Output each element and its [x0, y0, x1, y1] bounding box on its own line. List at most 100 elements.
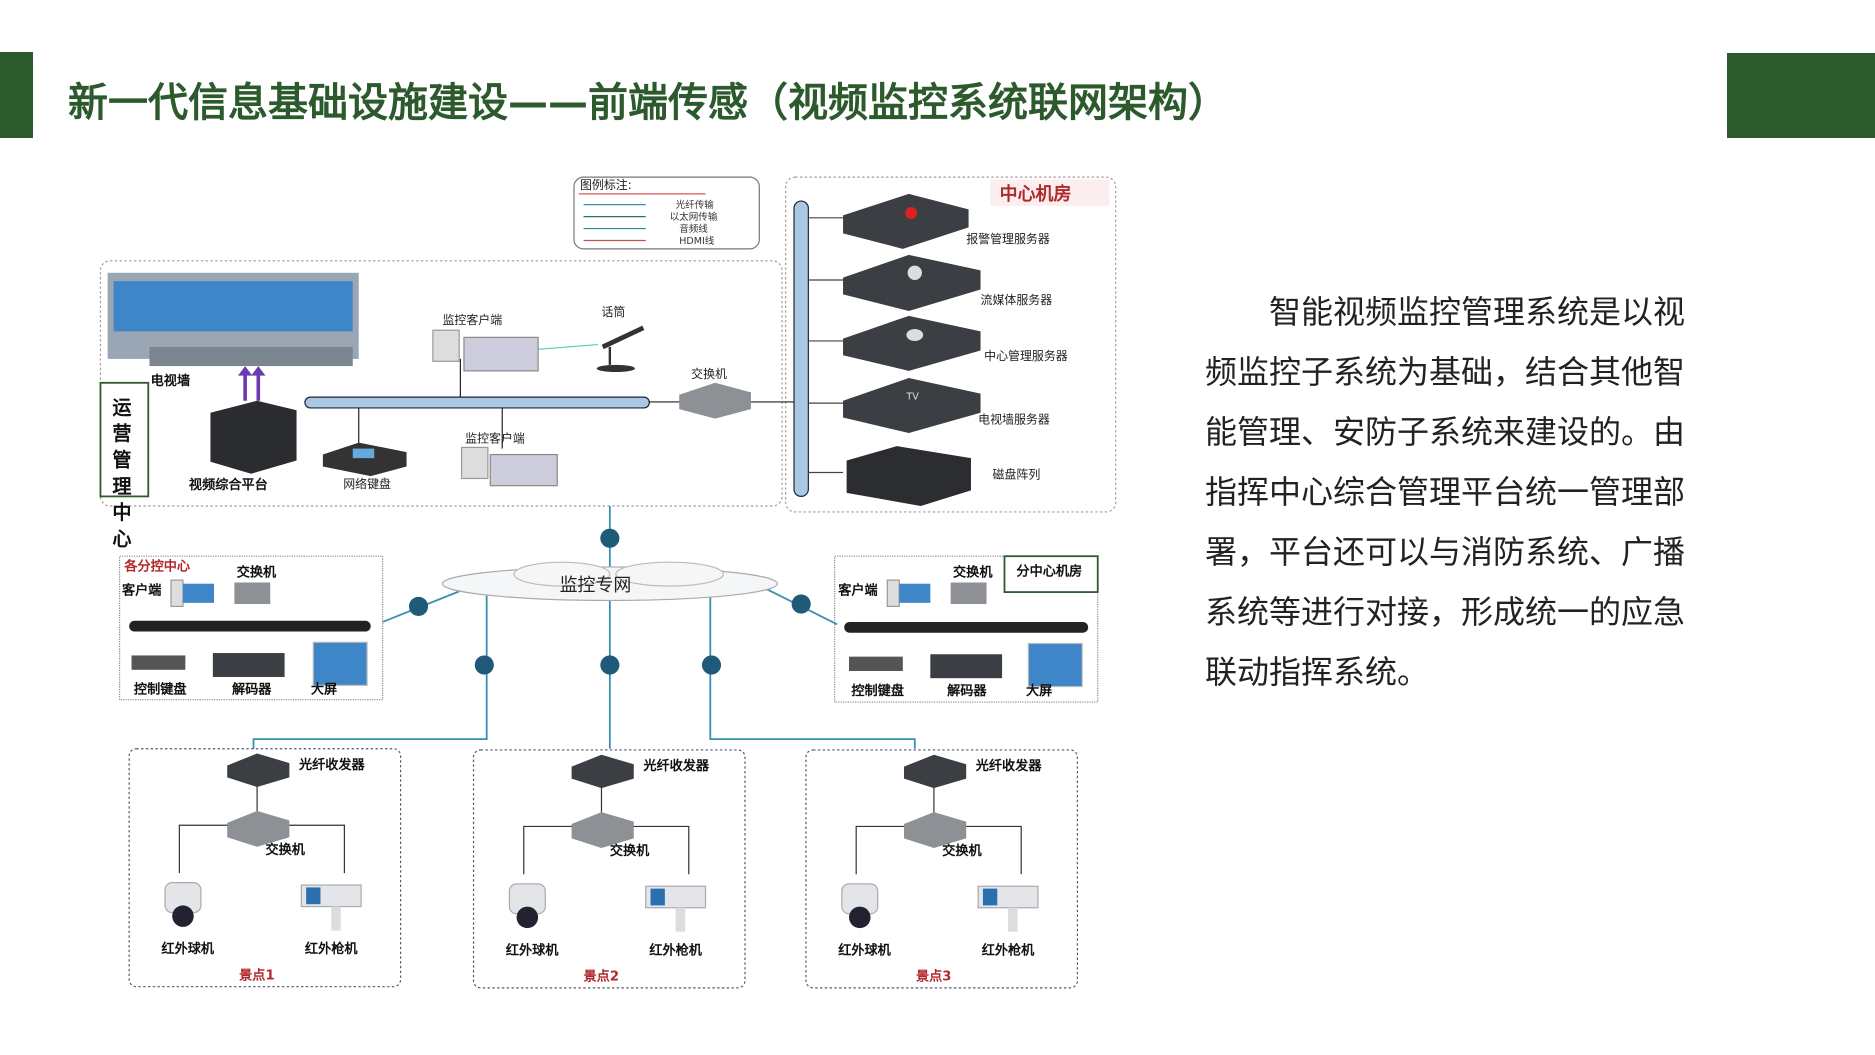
dome-camera-icon: [164, 882, 202, 927]
svg-text:图例标注:: 图例标注:: [580, 177, 632, 192]
scenic-site-2: 光纤收发器 交换机 红外球机 红外枪机 景点2: [472, 749, 746, 989]
monitor-client-top-icon: [432, 329, 539, 372]
sub-center-room-right: 分中心机房 客户端 交换机 控制键盘 解码器 大屏: [834, 555, 1099, 703]
svg-text:大屏: 大屏: [311, 681, 337, 698]
scenic-site-3: 光纤收发器 交换机 红外球机 红外枪机 景点3: [805, 749, 1079, 989]
fiber-transceiver-icon: [227, 753, 290, 787]
svg-text:HDMI线: HDMI线: [679, 235, 715, 247]
tv-wall-icon: [107, 272, 359, 367]
disk-array-icon: [846, 446, 971, 506]
management-server-icon: [843, 315, 981, 371]
dome-camera-icon: [841, 883, 879, 929]
legend: 图例标注: 光纤传输 以太网传输 音频线 HDMI线: [573, 176, 760, 250]
router-icon: [408, 596, 429, 616]
svg-text:光纤收发器: 光纤收发器: [642, 757, 710, 774]
svg-text:营: 营: [112, 422, 131, 445]
alarm-server-icon: [843, 193, 969, 249]
router-icon: [474, 655, 494, 675]
svg-text:解码器: 解码器: [947, 682, 987, 699]
svg-text:TV: TV: [905, 392, 919, 403]
svg-text:磁盘阵列: 磁盘阵列: [993, 466, 1041, 481]
monitor-client-bottom-icon: [460, 446, 558, 487]
decoder-icon: [930, 654, 1003, 679]
svg-text:话筒: 话筒: [601, 304, 625, 319]
svg-text:分中心机房: 分中心机房: [1016, 562, 1082, 579]
fiber-transceiver-icon: [571, 754, 634, 789]
client-icon: [170, 579, 184, 608]
svg-text:中: 中: [112, 501, 131, 524]
switch-icon: [904, 812, 967, 848]
svg-text:红外枪机: 红外枪机: [305, 940, 358, 957]
switch-icon: [950, 582, 987, 605]
control-keyboard-icon: [131, 655, 186, 670]
svg-text:以太网传输: 以太网传输: [670, 211, 718, 223]
svg-text:中心机房: 中心机房: [1000, 183, 1072, 205]
dome-camera-icon: [508, 883, 546, 929]
svg-text:心: 心: [112, 527, 131, 550]
svg-text:交换机: 交换机: [265, 841, 305, 858]
client-icon: [886, 579, 900, 608]
svg-text:红外球机: 红外球机: [838, 941, 891, 958]
svg-text:交换机: 交换机: [942, 842, 982, 859]
microphone-icon: [596, 325, 645, 373]
site-name: 景点2: [584, 968, 619, 985]
svg-text:运: 运: [112, 396, 132, 419]
router-icon: [701, 655, 722, 675]
svg-text:控制键盘: 控制键盘: [134, 681, 187, 698]
svg-text:理: 理: [112, 475, 131, 498]
svg-text:红外枪机: 红外枪机: [982, 941, 1035, 958]
tv-wall-server-icon: TV: [843, 378, 981, 434]
svg-text:监控客户端: 监控客户端: [442, 312, 502, 327]
svg-text:解码器: 解码器: [232, 681, 272, 698]
svg-text:监控客户端: 监控客户端: [465, 431, 525, 446]
switch-icon: [234, 582, 271, 605]
control-keyboard-icon: [849, 656, 903, 671]
router-icon: [600, 655, 620, 675]
svg-text:管: 管: [112, 449, 131, 472]
svg-text:交换机: 交换机: [237, 564, 277, 581]
site-name: 景点1: [239, 967, 274, 984]
big-screen-icon: [1027, 642, 1083, 688]
svg-text:报警管理服务器: 报警管理服务器: [966, 231, 1050, 246]
svg-text:电视墙: 电视墙: [151, 372, 190, 389]
switch-icon: [571, 812, 634, 848]
svg-text:光纤收发器: 光纤收发器: [298, 756, 366, 773]
svg-text:光纤收发器: 光纤收发器: [975, 757, 1043, 774]
svg-text:音频线: 音频线: [679, 223, 708, 235]
site-name: 景点3: [916, 968, 951, 985]
bullet-camera-icon: [645, 885, 707, 932]
network-label: 监控专网: [560, 575, 632, 596]
svg-text:流媒体服务器: 流媒体服务器: [981, 292, 1053, 307]
switch-icon: [227, 810, 290, 847]
media-server-icon: [843, 254, 981, 312]
svg-text:控制键盘: 控制键盘: [851, 682, 904, 699]
svg-text:红外枪机: 红外枪机: [649, 941, 702, 958]
svg-text:客户端: 客户端: [121, 581, 161, 598]
svg-text:交换机: 交换机: [610, 842, 650, 859]
svg-text:光纤传输: 光纤传输: [676, 199, 715, 211]
cloud-icon: 监控专网: [441, 561, 778, 602]
svg-text:客户端: 客户端: [837, 581, 877, 598]
svg-text:红外球机: 红外球机: [161, 940, 214, 957]
router-icon: [600, 528, 620, 548]
svg-text:红外球机: 红外球机: [506, 941, 559, 958]
router-icons: [408, 528, 811, 675]
network-keyboard-icon: [322, 442, 407, 477]
svg-text:电视墙服务器: 电视墙服务器: [978, 411, 1050, 426]
svg-text:各分控中心: 各分控中心: [123, 558, 190, 575]
video-platform-icon: [210, 400, 297, 474]
svg-text:大屏: 大屏: [1026, 682, 1052, 699]
sub-control-center-left: 各分控中心 客户端 交换机 控制键盘 解码器 大屏: [118, 555, 384, 701]
svg-text:交换机: 交换机: [953, 564, 993, 581]
svg-text:视频综合平台: 视频综合平台: [189, 476, 268, 493]
svg-text:中心管理服务器: 中心管理服务器: [984, 348, 1068, 363]
fiber-transceiver-icon: [904, 754, 967, 789]
page-title: 新一代信息基础设施建设——前端传感（视频监控系统联网架构）: [68, 80, 1228, 126]
bullet-camera-icon: [300, 884, 362, 931]
decoder-icon: [212, 653, 285, 677]
scenic-site-1: 光纤收发器 交换机 红外球机 红外枪机 景点1: [128, 748, 402, 988]
router-icon: [791, 594, 811, 614]
switch-icon: [679, 382, 751, 419]
svg-text:交换机: 交换机: [691, 366, 727, 381]
